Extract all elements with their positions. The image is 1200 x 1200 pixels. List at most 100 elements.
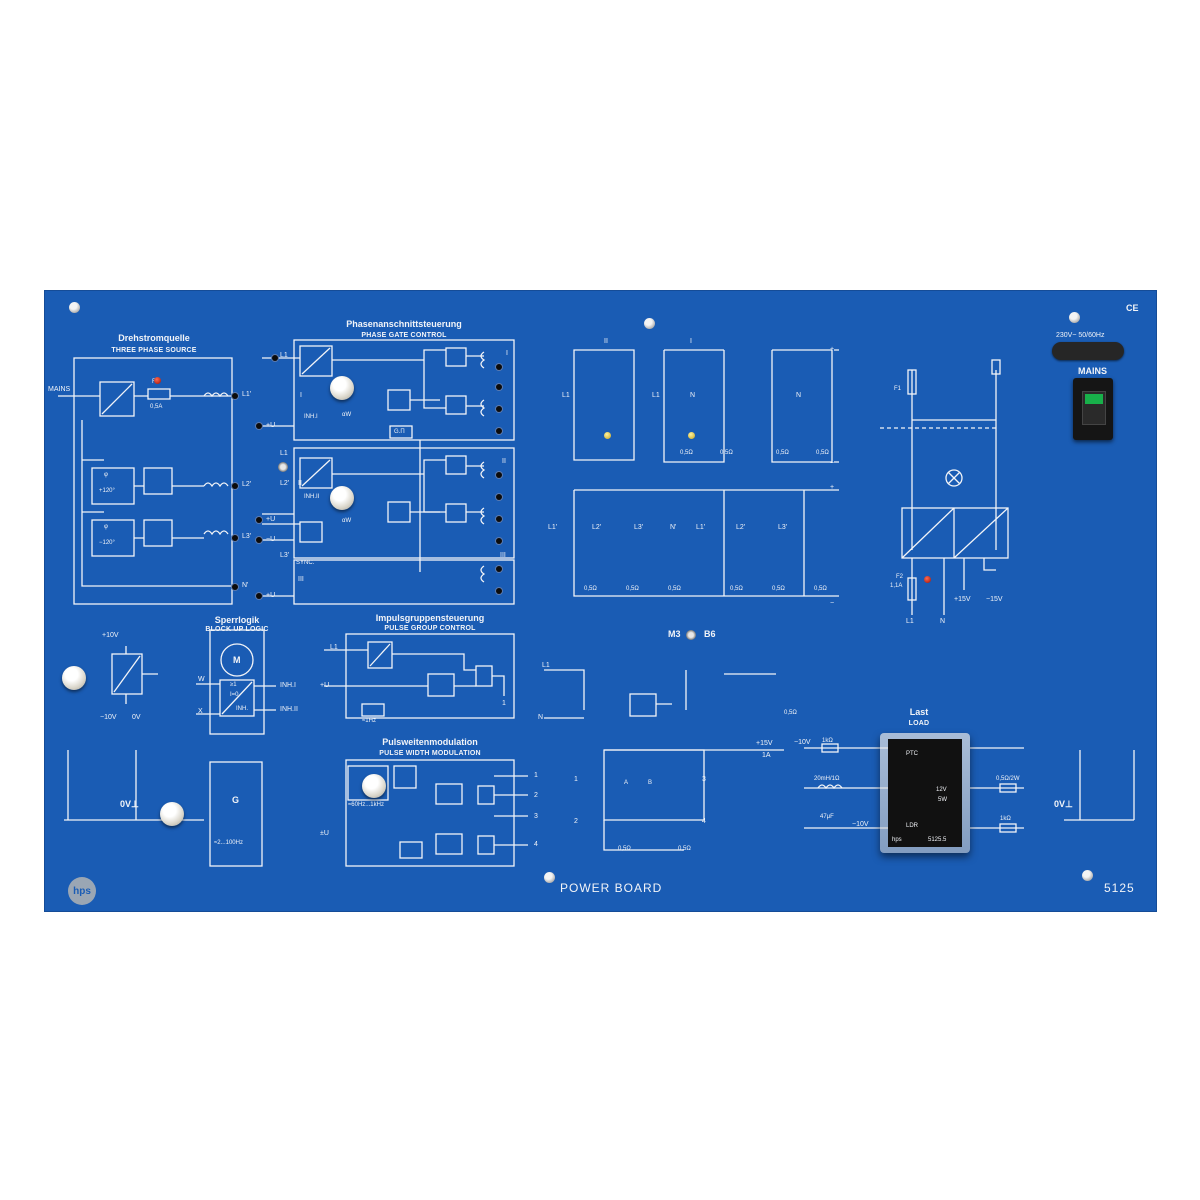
chopper-shunt: 0,5Ω — [618, 846, 631, 852]
mounting-screw — [69, 302, 80, 313]
circuit-print — [58, 339, 1135, 867]
jack-l3-out[interactable] — [232, 535, 238, 541]
m3-b6-toggle[interactable] — [686, 630, 696, 640]
chopper-supply-current: 1A — [762, 752, 771, 759]
mains-switch-label: MAINS — [1078, 366, 1107, 376]
input-l1-label: L1 — [280, 352, 288, 359]
pwm-out-4: 4 — [534, 841, 538, 848]
pwm-freq: ≈60Hz...1kHz — [348, 802, 384, 808]
psu-out-n: N — [940, 618, 946, 625]
mounting-screw — [1082, 870, 1093, 881]
pulse-group-subtitle: PULSE GROUP CONTROL — [384, 625, 476, 632]
jack-l1-out[interactable] — [232, 393, 238, 399]
shunt-label: 0,5Ω — [720, 450, 733, 456]
jack-gate-out[interactable] — [496, 494, 502, 500]
mains-input-label: MAINS — [48, 386, 71, 393]
bridge-1-label: I — [690, 338, 692, 345]
bridge-input-l1: L1 — [562, 392, 570, 399]
phase-minus-label: −120° — [99, 540, 115, 546]
board-name: POWER BOARD — [560, 881, 663, 895]
psu-out-plus15: +15V — [954, 596, 971, 603]
jack-minus-u-in[interactable] — [256, 537, 262, 543]
channel-2-label: II — [298, 480, 302, 487]
input-minus-u-label: −U — [266, 536, 276, 543]
three-phase-source-title: Drehstromquelle — [118, 333, 190, 343]
jack-l1-in[interactable] — [272, 355, 278, 361]
generator-frequency-knob[interactable] — [160, 802, 184, 826]
jack-gate-out[interactable] — [496, 472, 502, 478]
input-x-label: X — [198, 708, 203, 715]
inhibit-2-output: INH.II — [280, 706, 298, 713]
jack-gate-out[interactable] — [496, 516, 502, 522]
generator-range: ≈2...100Hz — [214, 840, 243, 846]
alpha-1-knob[interactable] — [330, 376, 354, 400]
shunt-label: 0,5Ω — [772, 586, 785, 592]
pg-output: 1 — [502, 700, 506, 707]
jack-gate-out[interactable] — [496, 588, 502, 594]
bridge-plus: + — [830, 484, 835, 491]
pulse-group-title: Impulsgruppensteuerung — [375, 613, 485, 623]
reference-knob[interactable] — [62, 666, 86, 690]
indicator-led-yellow — [688, 432, 695, 439]
mains-inlet-socket[interactable] — [1052, 342, 1124, 360]
pwm-input: ±U — [320, 830, 329, 837]
mounting-screw — [1069, 312, 1080, 323]
bridge-minus: − — [830, 600, 835, 607]
jack-gate-out[interactable] — [496, 384, 502, 390]
alpha-2-knob[interactable] — [330, 486, 354, 510]
jack-plus-u-in[interactable] — [256, 593, 262, 599]
chopper-input-l1: L1 — [542, 662, 550, 669]
shunt-label: 0,5Ω — [680, 450, 693, 456]
load-minus10v: −10V — [852, 821, 869, 828]
shunt-label: 0,5Ω — [584, 586, 597, 592]
lamp-voltage: 12V — [936, 787, 947, 793]
alpha-2-label: αW — [342, 518, 352, 524]
phase-gate-toggle[interactable] — [278, 462, 288, 472]
output-l3-label: L3' — [242, 533, 252, 540]
jack-gate-out[interactable] — [496, 538, 502, 544]
input-plus-u-label: +U — [266, 516, 276, 523]
power-indicator-led — [154, 377, 161, 384]
input-w-label: W — [198, 676, 205, 683]
jack-plus-u-in[interactable] — [256, 517, 262, 523]
load-plug-module[interactable]: PTC 12V 5W LDR hps 5125.5 — [880, 733, 970, 853]
three-phase-input-l3: L3' — [778, 524, 788, 531]
block-up-logic-title: Sperrlogik — [214, 615, 260, 625]
three-phase-input-l1: L1' — [548, 524, 558, 531]
jack-plus-u-in[interactable] — [256, 423, 262, 429]
pg-freq: ≈1Hz — [362, 718, 376, 724]
mains-indicator — [1085, 394, 1103, 404]
jack-gate-out[interactable] — [496, 428, 502, 434]
shunt-label: 0,5Ω — [776, 450, 789, 456]
shunt-label: 0,5Ω — [668, 586, 681, 592]
bridge-input-n: N — [690, 392, 696, 399]
jack-n-out[interactable] — [232, 584, 238, 590]
pwm-frequency-knob[interactable] — [362, 774, 386, 798]
block-line-2: I=0 — [230, 692, 239, 698]
jack-l2-out[interactable] — [232, 483, 238, 489]
three-phase-input-l3: L3' — [634, 524, 644, 531]
load-plug-face: PTC 12V 5W LDR hps 5125.5 — [888, 739, 962, 847]
fuse-f3-rating: 0,5A — [150, 404, 163, 410]
inhibit-1-label: INH.I — [304, 414, 318, 420]
bridge-input-1: 1 — [574, 776, 578, 783]
mains-rocker[interactable] — [1082, 391, 1106, 425]
output-l2-label: L2' — [242, 481, 252, 488]
input-plus-u-label: +U — [266, 422, 276, 429]
motor-label: M — [233, 655, 241, 665]
indicator-led-yellow — [604, 432, 611, 439]
jack-gate-out[interactable] — [496, 566, 502, 572]
mains-switch[interactable] — [1073, 378, 1113, 440]
shunt-label: 0,5Ω — [814, 586, 827, 592]
pg-input-l1: L1 — [330, 644, 338, 651]
power-board-panel: CE 230V~ 50/60Hz MAINS Drehstromquelle T… — [44, 290, 1157, 912]
chopper-shunt: 0,5Ω — [784, 710, 797, 716]
ref-minus-10v: −10V — [100, 714, 117, 721]
input-l3-label: L3' — [280, 552, 290, 559]
generator-label: G — [232, 795, 240, 805]
phase-gate-control-subtitle: PHASE GATE CONTROL — [361, 332, 447, 339]
mounting-screw — [644, 318, 655, 329]
jack-gate-out[interactable] — [496, 364, 502, 370]
mounting-screw — [544, 872, 555, 883]
jack-gate-out[interactable] — [496, 406, 502, 412]
